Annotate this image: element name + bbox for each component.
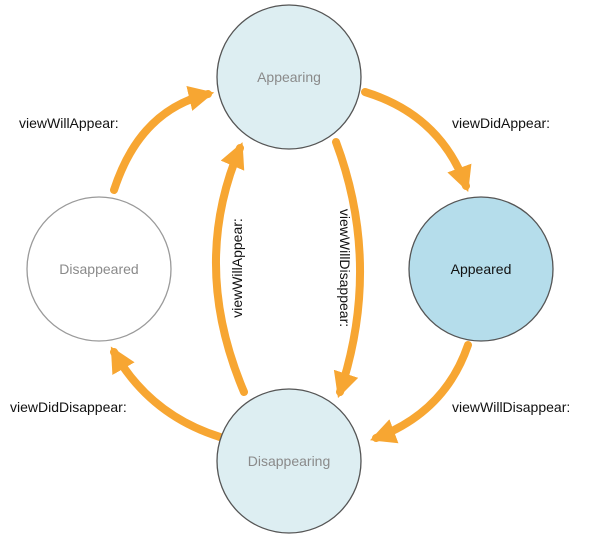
arrow-appeared-to-disappearing <box>370 341 472 444</box>
state-node-disappeared-outline <box>26 196 172 342</box>
transition-label-disappeared-to-appearing: viewWillAppear: <box>19 115 119 131</box>
arrow-disappearing-to-disappeared <box>110 346 224 441</box>
arrow-appearing-to-disappearing <box>332 138 365 399</box>
state-node-appearing-outline <box>216 4 362 150</box>
arrow-disappeared-to-appearing <box>110 85 215 194</box>
state-node-appeared-outline <box>408 196 554 342</box>
transition-label-appeared-to-disappearing: viewWillDisappear: <box>452 399 570 415</box>
transition-label-disappearing-to-appearing: viewWillAppear: <box>229 218 245 318</box>
state-node-appeared <box>409 197 553 341</box>
state-label-appearing: Appearing <box>257 69 321 85</box>
transition-label-appearing-to-appeared: viewDidAppear: <box>452 115 550 131</box>
state-node-disappearing <box>217 389 361 533</box>
state-node-disappeared <box>27 197 171 341</box>
arrow-appearing-to-appeared <box>361 88 472 193</box>
state-label-disappeared: Disappeared <box>59 261 138 277</box>
state-label-appeared: Appeared <box>451 261 512 277</box>
transition-label-appearing-to-disappearing: viewWillDisappear: <box>337 209 353 327</box>
state-label-disappearing: Disappearing <box>248 453 331 469</box>
arrow-disappearing-to-appearing <box>211 142 248 396</box>
state-node-appearing <box>217 5 361 149</box>
transition-label-disappearing-to-disappeared: viewDidDisappear: <box>10 399 127 415</box>
state-node-disappearing-outline <box>216 388 362 534</box>
